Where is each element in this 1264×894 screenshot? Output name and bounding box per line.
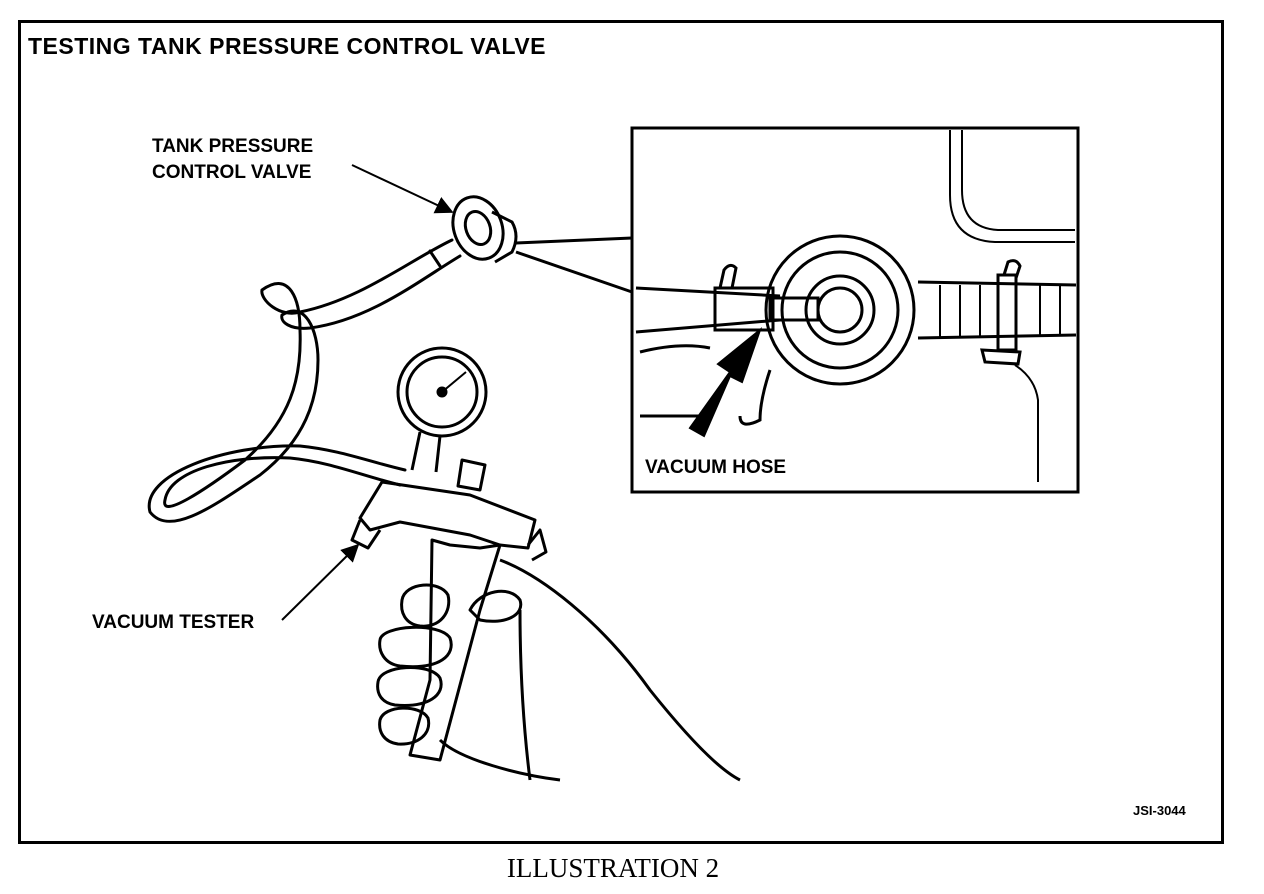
- hand-drawing: [376, 558, 741, 782]
- leader-arrow-tester: [281, 543, 360, 621]
- diagram-title: TESTING TANK PRESSURE CONTROL VALVE: [28, 33, 546, 59]
- illustration-caption: ILLUSTRATION 2: [506, 853, 720, 883]
- gauge-drawing: [396, 346, 488, 473]
- tester-body-drawing: [350, 458, 548, 762]
- leader-arrow-valve: [351, 164, 454, 214]
- valve-drawing: [451, 195, 518, 264]
- label-tank-pressure-control-valve: TANK PRESSURE CONTROL VALVE: [152, 134, 313, 186]
- label-vacuum-tester: VACUUM TESTER: [92, 612, 255, 633]
- inset-detail-drawing: [635, 130, 1077, 482]
- vacuum-hose-pointer-arrow: [688, 327, 763, 438]
- label-valve-line2: CONTROL VALVE: [152, 162, 312, 183]
- label-valve-line1: TANK PRESSURE: [152, 136, 314, 157]
- vacuum-hose-drawing: [147, 238, 462, 523]
- figure-id: JSI-3044: [1133, 803, 1186, 818]
- label-vacuum-hose: VACUUM HOSE: [645, 457, 787, 478]
- inset-callout: [515, 126, 1080, 494]
- illustration-frame: [18, 20, 1224, 844]
